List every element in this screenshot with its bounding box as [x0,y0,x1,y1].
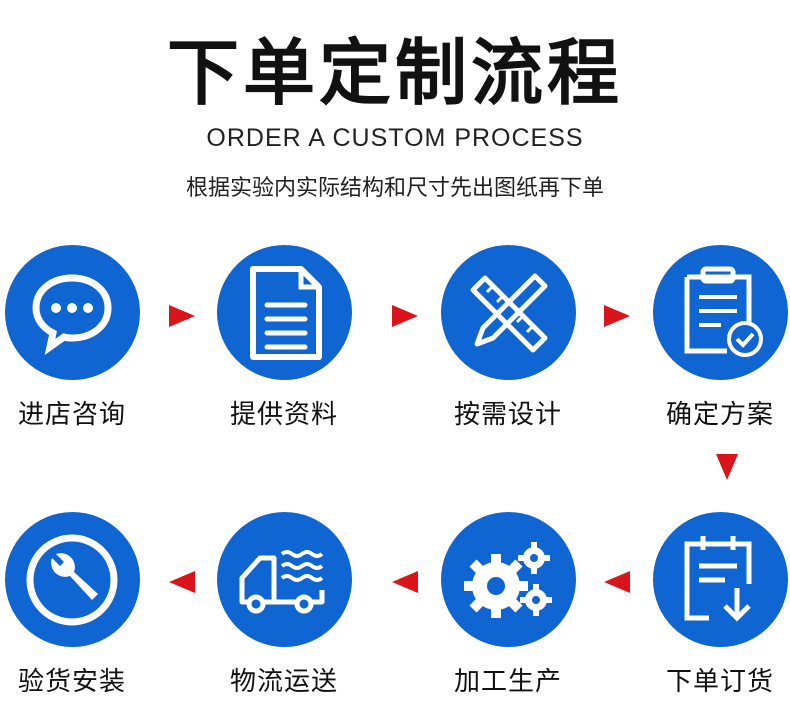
step-logistics: 物流运送 [204,512,364,698]
delivery-truck-icon [239,549,325,613]
clipboard-check-icon [684,266,763,357]
arrow-down-icon [716,454,738,480]
arrow-left-icon [169,571,195,593]
step-label: 进店咨询 [17,400,126,430]
arrow-left-icon [604,571,630,593]
chat-bubble-icon [32,273,112,355]
step-inspect-install: 验货安装 [0,512,152,698]
step-label: 提供资料 [229,400,338,430]
step-label: 确定方案 [665,400,774,430]
step-confirm-plan: 确定方案 [640,245,790,431]
step-provide-info: 提供资料 [204,245,364,431]
arrow-right-icon [604,305,630,327]
clipboard-download-icon [684,536,752,622]
step-label: 验货安装 [17,667,126,697]
ruler-pencil-icon [470,273,548,352]
page-description: 根据实验内实际结构和尺寸先出图纸再下单 [185,176,604,201]
step-label: 按需设计 [453,400,562,430]
step-design: 按需设计 [428,245,588,431]
wrench-icon [26,534,118,625]
step-place-order: 下单订货 [640,512,790,698]
page-title: 下单定制流程 [166,31,623,115]
arrow-left-icon [392,571,418,593]
document-icon [250,265,322,360]
step-label: 加工生产 [453,667,562,697]
step-label: 下单订货 [665,667,774,697]
gears-icon [464,541,552,618]
page-subtitle: ORDER A CUSTOM PROCESS [206,124,584,152]
step-label: 物流运送 [229,667,338,697]
step-consult: 进店咨询 [0,245,152,431]
arrow-right-icon [392,305,418,327]
arrow-right-icon [169,305,195,327]
step-production: 加工生产 [428,512,588,698]
